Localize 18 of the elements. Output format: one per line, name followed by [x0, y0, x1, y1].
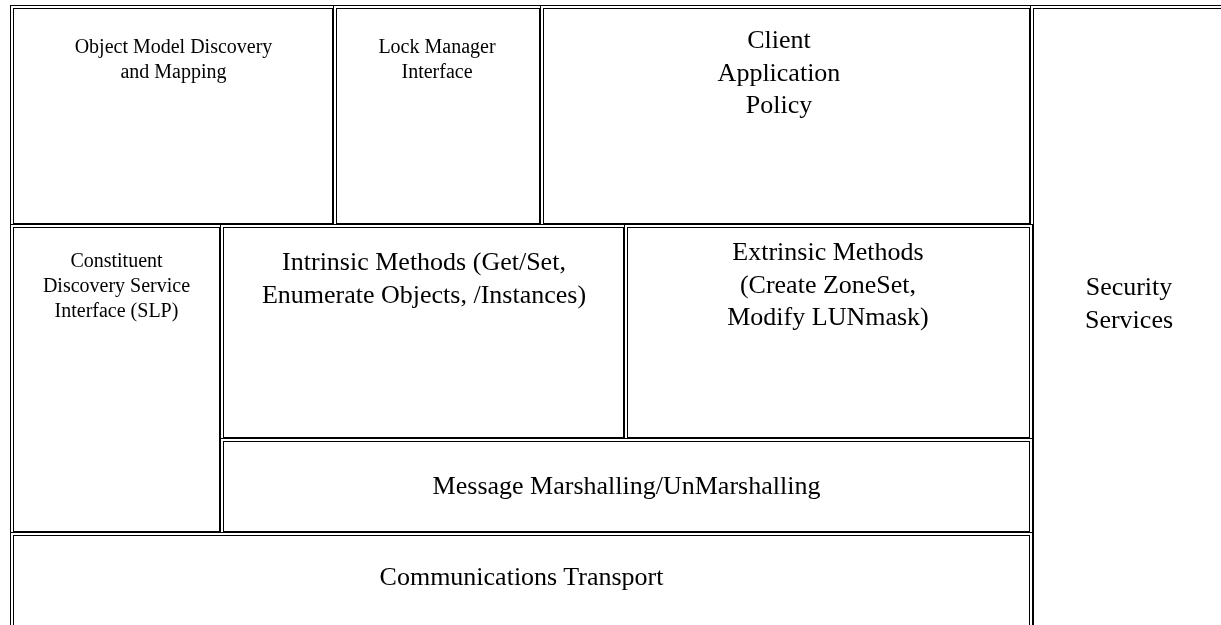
layer-box [10, 224, 223, 535]
layer-box [220, 224, 627, 441]
layer-label: Extrinsic Methods (Create ZoneSet, Modify LUNmask) [726, 236, 930, 333]
layer-box [10, 532, 1033, 625]
layer-label: Security Services [1083, 271, 1175, 336]
layer-box [10, 5, 336, 227]
layer-box [333, 5, 543, 227]
layer-label: Object Model Discovery and Mapping [73, 34, 274, 84]
layer-label: Client Application Policy [716, 24, 842, 121]
layer-box [540, 5, 1033, 227]
layer-label: Constituent Discovery Service Interface (SLP) [41, 248, 192, 323]
layer-label: Lock Manager Interface [377, 34, 497, 84]
layer-label: Intrinsic Methods (Get/Set, Enumerate Objects, /Instances) [260, 246, 588, 311]
layer-label: Communications Transport [378, 561, 665, 593]
layer-label: Message Marshalling/UnMarshalling [431, 470, 822, 502]
layer-box [1030, 5, 1221, 625]
layer-box [624, 224, 1033, 441]
layer-box [220, 438, 1033, 535]
